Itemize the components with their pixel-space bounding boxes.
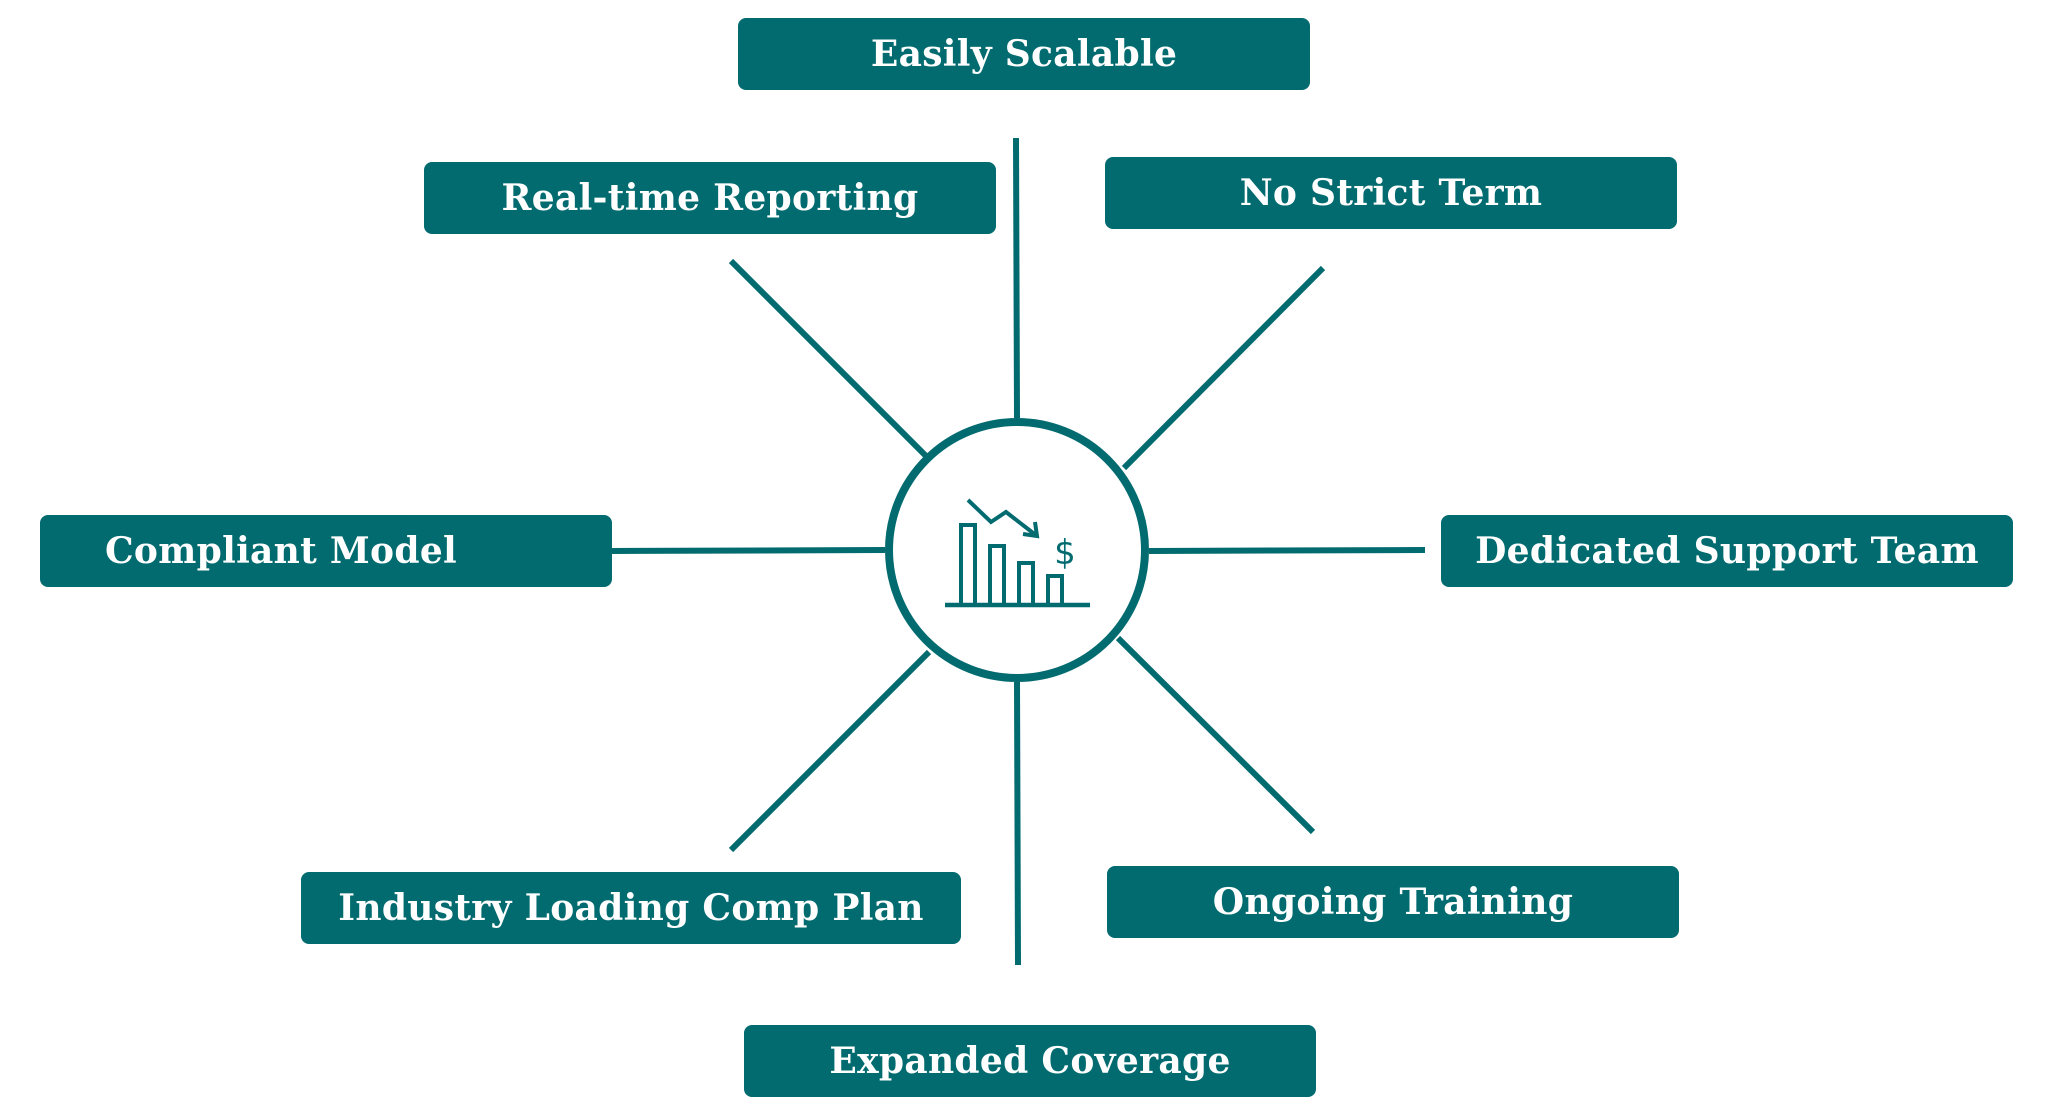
- benefit-label: Easily Scalable: [870, 33, 1178, 75]
- benefit-box-easily-scalable: Easily Scalable: [738, 18, 1310, 90]
- benefit-box-dedicated-support-team: Dedicated Support Team: [1441, 515, 2013, 587]
- benefit-label: Dedicated Support Team: [1475, 530, 1979, 572]
- svg-text:$: $: [1054, 533, 1076, 573]
- connector-line-bottom-right: [1115, 635, 1316, 835]
- benefit-box-real-time-reporting: Real-time Reporting: [424, 162, 996, 234]
- benefit-box-no-strict-term: No Strict Term: [1105, 157, 1677, 229]
- connector-line-top: [1013, 137, 1020, 419]
- benefit-label: No Strict Term: [1239, 172, 1543, 214]
- benefit-box-compliant-model: Compliant Model: [40, 515, 612, 587]
- connector-line-top-right: [1121, 265, 1326, 471]
- declining-cost-chart-icon: $: [945, 498, 1090, 608]
- hub-circle-ring: [885, 418, 1149, 682]
- connector-line-top-left: [728, 258, 933, 463]
- connector-line-left: [611, 547, 886, 554]
- benefit-box-industry-loading-comp-plan: Industry Loading Comp Plan: [301, 872, 961, 944]
- connector-line-bottom-left: [728, 649, 932, 853]
- benefit-box-ongoing-training: Ongoing Training: [1107, 866, 1679, 938]
- benefit-label: Compliant Model: [104, 530, 458, 572]
- benefit-box-expanded-coverage: Expanded Coverage: [744, 1025, 1316, 1097]
- benefit-label: Industry Loading Comp Plan: [338, 887, 924, 929]
- connector-line-bottom: [1014, 681, 1021, 966]
- benefit-label: Real-time Reporting: [501, 177, 919, 219]
- benefit-label: Ongoing Training: [1212, 881, 1574, 923]
- connector-line-right: [1148, 547, 1426, 554]
- benefit-label: Expanded Coverage: [829, 1040, 1231, 1082]
- hub-circle: $: [885, 418, 1149, 682]
